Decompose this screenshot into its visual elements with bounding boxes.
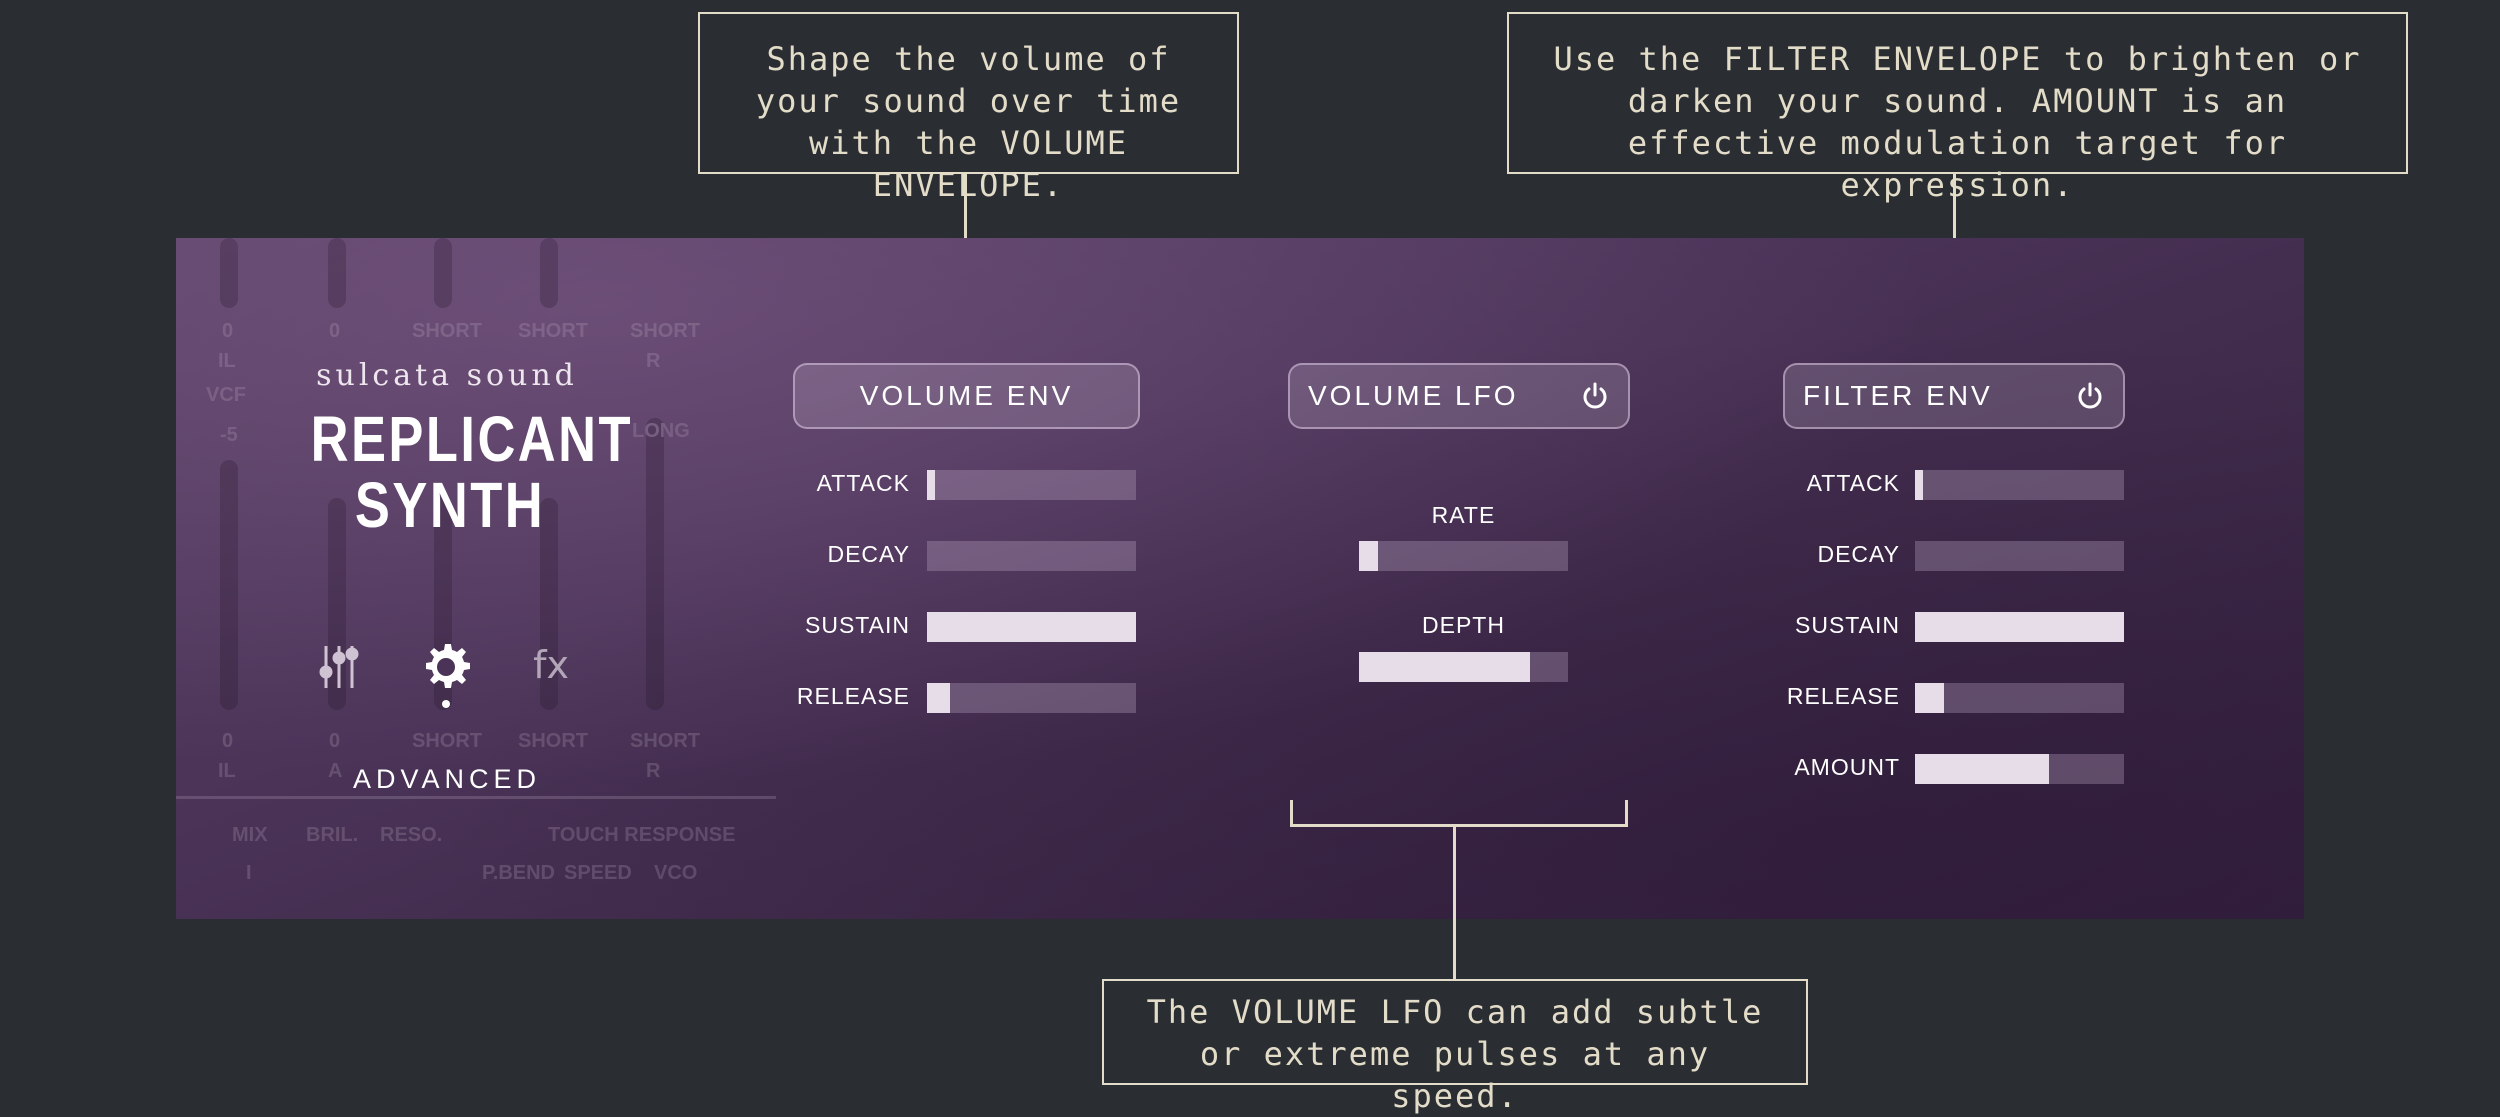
- filter-env-amount-label: AMOUNT: [1794, 754, 1900, 780]
- product-title-line2: SYNTH: [354, 469, 546, 541]
- volume-env-title: VOLUME ENV: [859, 380, 1074, 411]
- volume-lfo-callout: The VOLUME LFO can add subtle or extreme…: [1102, 979, 1808, 1115]
- volume-lfo-depth-label: DEPTH: [1422, 612, 1505, 638]
- slider-fill: [927, 612, 1136, 642]
- filter-env-callout-connector: [1953, 173, 1956, 301]
- filter-env-decay-slider[interactable]: [1915, 541, 2124, 571]
- filter-env-header[interactable]: FILTER ENV: [1783, 363, 2125, 429]
- volume-env-decay-label: DECAY: [827, 541, 910, 567]
- volume-env-sustain-label: SUSTAIN: [805, 612, 910, 638]
- volume-env-sustain-slider[interactable]: [927, 612, 1136, 642]
- slider-fill: [1359, 541, 1378, 571]
- volume-lfo-depth-slider[interactable]: [1359, 652, 1568, 682]
- product-title: REPLICANT SYNTH: [310, 403, 634, 541]
- volume-lfo-header[interactable]: VOLUME LFO: [1288, 363, 1630, 429]
- volume-lfo-bracket: [1290, 824, 1628, 827]
- gear-icon[interactable]: [420, 640, 472, 712]
- volume-env-callout: Shape the volume of your sound over time…: [698, 12, 1239, 204]
- mixer-sliders-icon[interactable]: [318, 642, 360, 692]
- filter-env-decay-label: DECAY: [1817, 541, 1900, 567]
- filter-env-attack-label: ATTACK: [1806, 470, 1900, 496]
- volume-lfo-title: VOLUME LFO: [1308, 380, 1519, 411]
- filter-env-amount-slider[interactable]: [1915, 754, 2124, 784]
- slider-fill: [927, 470, 936, 500]
- volume-env-attack-slider[interactable]: [927, 470, 1136, 500]
- volume-env-release-label: RELEASE: [796, 683, 910, 709]
- power-icon[interactable]: [2075, 381, 2105, 411]
- slider-fill: [1915, 612, 2124, 642]
- volume-lfo-callout-connector: [1453, 826, 1456, 981]
- filter-env-sustain-label: SUSTAIN: [1795, 612, 1900, 638]
- slider-fill: [1915, 470, 1924, 500]
- active-page-label: ADVANCED: [352, 764, 542, 794]
- slider-fill: [1915, 683, 1945, 713]
- filter-env-title: FILTER ENV: [1803, 380, 1993, 411]
- volume-env-header[interactable]: VOLUME ENV: [793, 363, 1140, 429]
- fx-icon[interactable]: fx: [533, 643, 569, 687]
- filter-env-release-slider[interactable]: [1915, 683, 2124, 713]
- volume-env-callout-connector: [964, 173, 967, 297]
- filter-env-callout: Use the FILTER ENVELOPE to brighten or d…: [1507, 12, 2408, 204]
- slider-fill: [1359, 652, 1531, 682]
- company-logo-text: sulcata sound: [316, 358, 578, 393]
- product-title-line1: REPLICANT: [310, 403, 634, 475]
- power-icon[interactable]: [1580, 381, 1610, 411]
- volume-env-release-slider[interactable]: [927, 683, 1136, 713]
- slider-fill: [927, 683, 950, 713]
- synth-panel: 0 0 SHORT SHORT SHORT IL R VCF -5 LONG 0…: [176, 238, 2304, 919]
- filter-env-release-label: RELEASE: [1786, 683, 1900, 709]
- volume-env-attack-label: ATTACK: [816, 470, 910, 496]
- volume-lfo-rate-slider[interactable]: [1359, 541, 1568, 571]
- filter-env-attack-slider[interactable]: [1915, 470, 2124, 500]
- volume-env-decay-slider[interactable]: [927, 541, 1136, 571]
- background-hardware-image: 0 0 SHORT SHORT SHORT IL R VCF -5 LONG 0…: [176, 238, 776, 919]
- volume-lfo-rate-label: RATE: [1431, 502, 1496, 528]
- slider-fill: [1915, 754, 2049, 784]
- filter-env-sustain-slider[interactable]: [1915, 612, 2124, 642]
